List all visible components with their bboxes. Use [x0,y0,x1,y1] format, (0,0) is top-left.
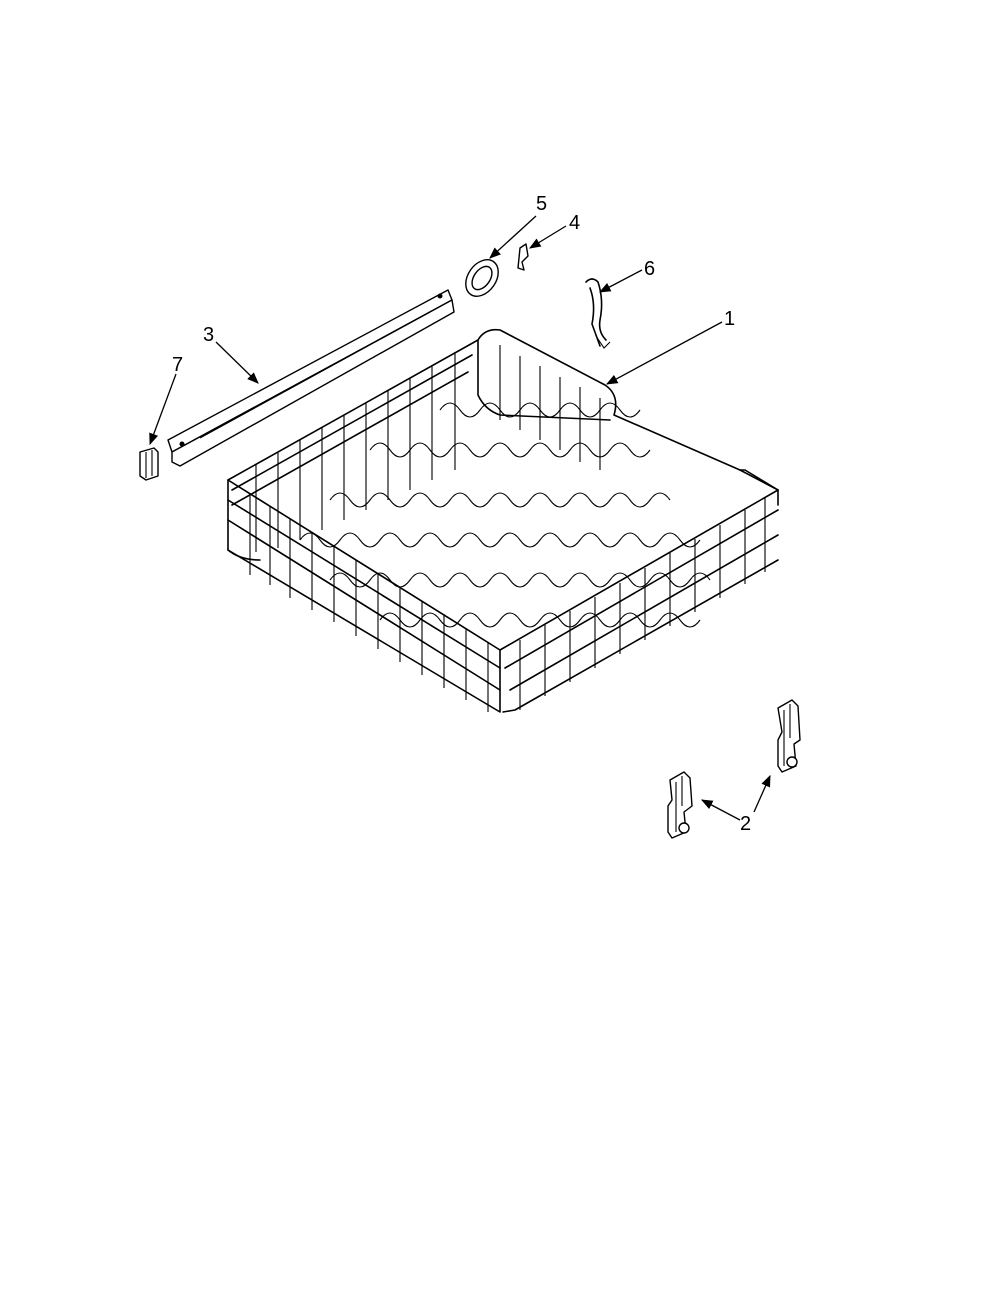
leader-lines [149,215,771,821]
callout-3: 3 [203,324,214,346]
leader-2b [753,774,771,813]
callout-4: 4 [569,212,580,234]
leader-3 [215,341,259,384]
leader-6 [598,269,643,293]
rack-rail [167,289,455,467]
leader-5 [489,215,537,259]
leader-1 [605,321,723,385]
callout-5: 5 [536,193,547,215]
end-cap [139,447,159,481]
leader-4 [529,225,567,249]
rack-adjuster-right [777,699,801,773]
clip [517,243,529,271]
leader-7 [149,373,177,446]
callout-labels: 1 2 3 4 5 6 7 [172,193,751,835]
rack-adjuster-left [667,771,693,839]
wire [585,278,611,349]
leader-2a [700,799,741,821]
dishrack [227,328,779,713]
callout-6: 6 [644,258,655,280]
callout-1: 1 [724,308,735,330]
callout-7: 7 [172,354,183,376]
wheel [465,259,499,297]
callout-2: 2 [740,813,751,835]
